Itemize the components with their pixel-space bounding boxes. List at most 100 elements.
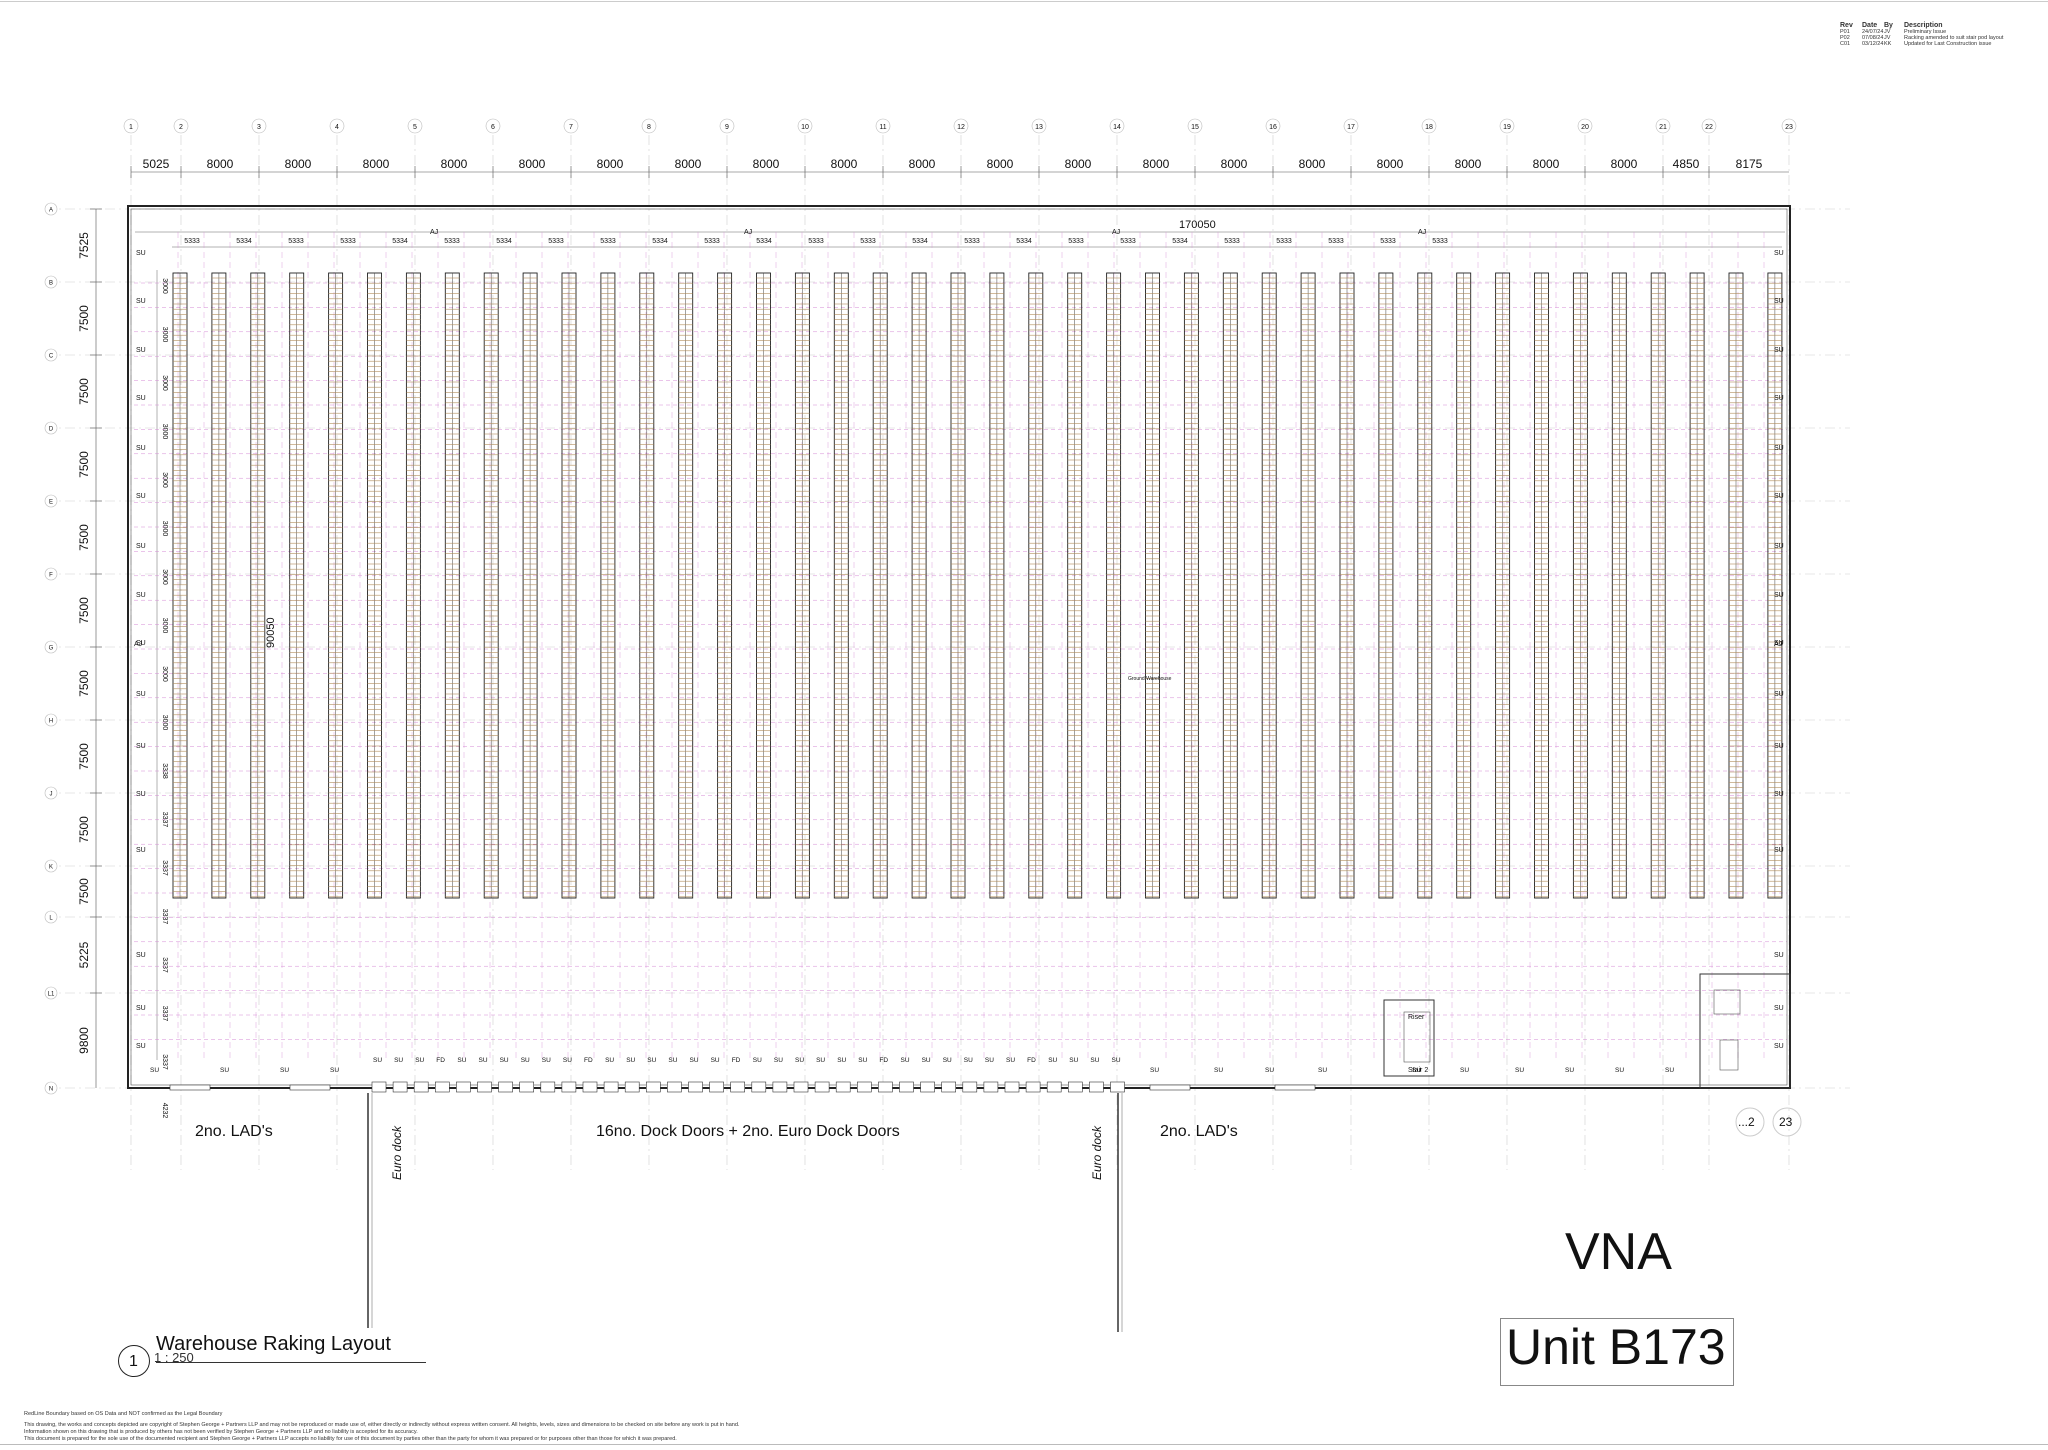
rack-run: [717, 272, 733, 899]
grid-column-label: 23: [1785, 124, 1793, 131]
rack-run: [756, 272, 771, 899]
bay-depth-dimension: 4232: [161, 1103, 168, 1119]
grid-bubble-row: [44, 348, 58, 362]
rack-run: [950, 272, 966, 899]
description-cell: Racking amended to suit stair pod layout: [1904, 35, 2004, 41]
rack-run: [483, 272, 499, 899]
grid-column-label: 1: [129, 124, 133, 131]
grid-bubble-column: [407, 118, 423, 134]
grid-bubble-column: [1421, 118, 1437, 134]
grid-column-label: 5: [413, 124, 417, 131]
rack-run: [1222, 272, 1238, 899]
row-spacing-dimension: 7500: [77, 597, 91, 624]
grid-row-label: L1: [48, 992, 55, 998]
rack-run: [1145, 272, 1160, 899]
grid-row-label: C: [49, 354, 54, 360]
grid-column-label: 11: [879, 124, 886, 131]
grid-bubble-column: [953, 118, 969, 134]
bay-depth-dimension: 3337: [161, 957, 168, 973]
grid-column-label: 2: [179, 124, 183, 131]
aisle-width-dimension: 5333: [704, 238, 720, 245]
rack-run: [1611, 272, 1627, 899]
grid-bubble-row: [44, 786, 58, 800]
rack-run: [522, 272, 538, 899]
aisle-width-dimension: 5334: [652, 238, 668, 245]
aisle-width-dimension: 5333: [1328, 238, 1344, 245]
rack-run: [1378, 272, 1394, 899]
by-cell: KK: [1884, 41, 1892, 47]
grid-bubble-column: [719, 118, 735, 134]
date-cell: 03/12/24: [1862, 41, 1884, 47]
column-spacing-dimension: 8000: [1533, 157, 1560, 171]
grid-bubble-row: [44, 421, 58, 435]
grid-column-label: 20: [1581, 124, 1589, 131]
column-spacing-dimension: 8000: [1065, 157, 1092, 171]
rack-run: [1300, 272, 1316, 899]
grid-bubble-row: [44, 567, 58, 581]
aisle-width-dimension: 5334: [496, 238, 512, 245]
date-cell: 07/08/24: [1862, 35, 1884, 41]
column-spacing-dimension: 8000: [987, 157, 1014, 171]
grid-column-label: 15: [1191, 124, 1199, 131]
grid-bubble-column: [173, 118, 189, 134]
aisle-width-dimension: 5333: [808, 238, 824, 245]
aisle-width-dimension: 5333: [1380, 238, 1396, 245]
row-spacing-dimension: 7500: [77, 378, 91, 405]
column-spacing-dimension: 8000: [675, 157, 702, 171]
sheet-top-rule: [0, 1, 2048, 2]
rack-run: [989, 272, 1005, 899]
grid-bubble-column: [1577, 118, 1593, 134]
grid-bubble-row: [44, 202, 58, 216]
grid-column-label: 19: [1503, 124, 1511, 131]
rack-run: [328, 272, 344, 899]
row-spacing-dimension: 7500: [77, 451, 91, 478]
aisle-width-dimension: 5334: [1172, 238, 1188, 245]
grid-bubble-column: [1265, 118, 1281, 134]
aisle-width-dimension: 5334: [236, 238, 252, 245]
row-spacing-dimension: 7500: [77, 816, 91, 843]
column-spacing-dimension: 8000: [207, 157, 234, 171]
row-spacing-dimension: 7500: [77, 670, 91, 697]
rack-run: [367, 272, 382, 899]
aisle-width-dimension: 5333: [1276, 238, 1292, 245]
grid-bubble-row: [44, 713, 58, 727]
date-header: Date: [1862, 22, 1878, 29]
rack-run: [1572, 272, 1588, 899]
rack-run: [1261, 272, 1277, 899]
description-cell: Preliminary Issue: [1904, 29, 1947, 35]
aisle-width-dimension: 5333: [1432, 238, 1448, 245]
column-spacing-dimension: 8000: [1143, 157, 1170, 171]
grid-row-label: K: [49, 865, 53, 871]
rack-run: [250, 272, 266, 899]
grid-bubble-row: [44, 1081, 58, 1095]
grid-bubble-column: [1031, 118, 1047, 134]
bay-depth-dimension: 3337: [161, 1006, 168, 1022]
grid-row-label: D: [49, 427, 54, 433]
bay-depth-dimension: 3000: [161, 521, 168, 537]
row-spacing-dimension: 7525: [77, 232, 91, 259]
grid-column-label: 18: [1425, 124, 1433, 131]
column-spacing-dimension: 8000: [1455, 157, 1482, 171]
grid-bubble-row: [44, 859, 58, 873]
grid-row-label: L: [49, 916, 53, 922]
column-spacing-dimension: 8000: [597, 157, 624, 171]
grid-column-label: 16: [1269, 124, 1277, 131]
grid-column-label: 12: [957, 124, 965, 131]
description-header: Description: [1904, 22, 1943, 29]
bay-depth-dimension: 3000: [161, 715, 168, 731]
grid-column-label: 17: [1347, 124, 1355, 131]
aisle-width-dimension: 5333: [600, 238, 616, 245]
rack-run: [1028, 272, 1044, 899]
rack-run: [833, 272, 849, 899]
aisle-width-dimension: 5334: [1016, 238, 1032, 245]
grid-row-label: N: [49, 1087, 53, 1093]
rack-run: [172, 272, 188, 899]
aisle-width-dimension: 5333: [548, 238, 564, 245]
row-spacing-dimension: 5225: [77, 941, 91, 968]
